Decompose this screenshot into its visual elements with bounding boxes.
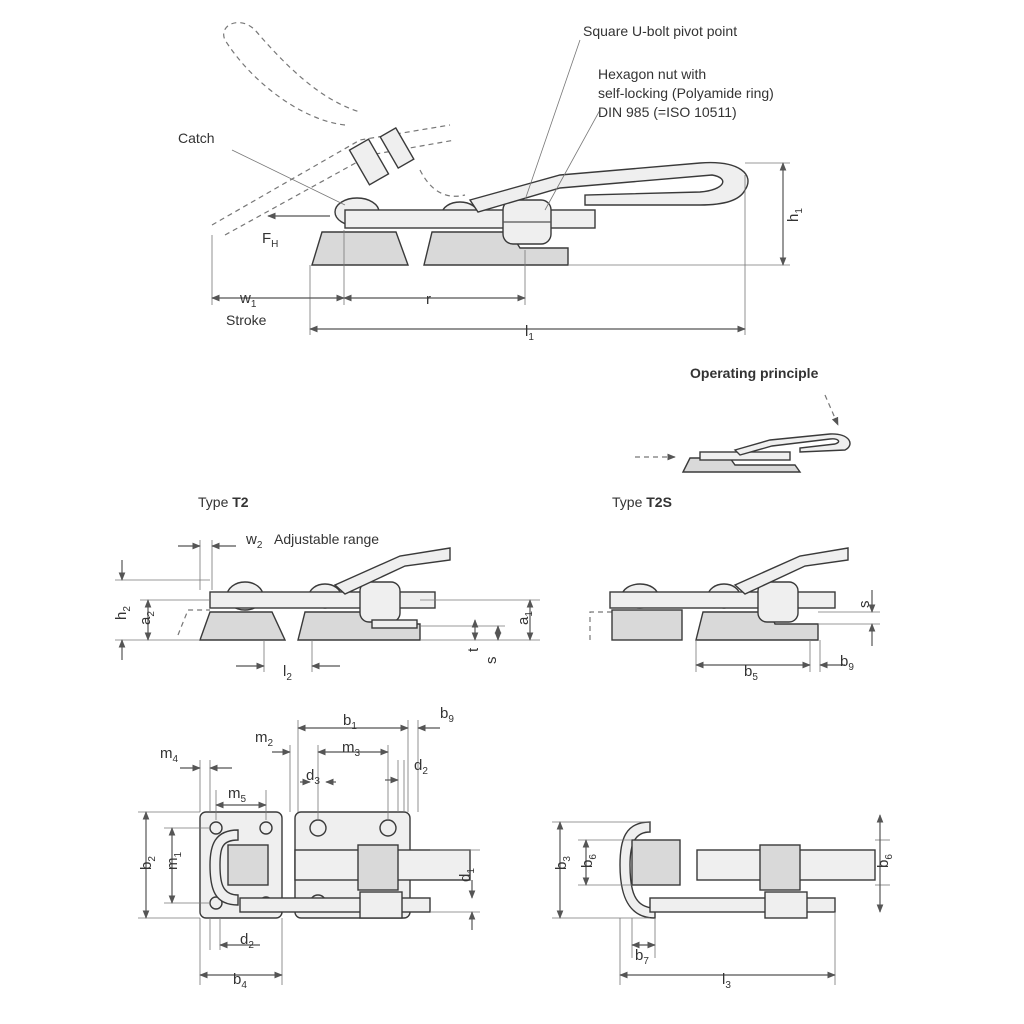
top-view-right bbox=[552, 814, 890, 985]
t2s-lever bbox=[733, 547, 849, 595]
label-b5: b5 bbox=[744, 663, 758, 683]
open-handle-nut2 bbox=[379, 126, 415, 170]
label-b4: b4 bbox=[233, 971, 247, 991]
t2s-ghost bbox=[589, 611, 612, 640]
label-t: t bbox=[465, 647, 482, 652]
tvl-catch-body bbox=[227, 844, 269, 886]
tvl-hole-1 bbox=[209, 821, 223, 835]
label-d2-bottom: d2 bbox=[240, 931, 254, 951]
open-handle-nut bbox=[348, 138, 390, 186]
operating-principle-title: Operating principle bbox=[690, 365, 819, 381]
label-d3: d3 bbox=[306, 767, 320, 787]
tvl-u-bolt bbox=[209, 829, 239, 906]
callout-hexnut-2: self-locking (Polyamide ring) bbox=[598, 85, 774, 101]
callout-hexnut-3: DIN 985 (=ISO 10511) bbox=[598, 104, 737, 120]
catch-base bbox=[311, 231, 409, 266]
label-b6-left: b6 bbox=[579, 854, 599, 868]
label-l3: l3 bbox=[722, 971, 731, 991]
label-d2-top: d2 bbox=[414, 757, 428, 777]
label-s: s bbox=[483, 657, 500, 665]
label-b7: b7 bbox=[635, 947, 649, 967]
u-bolt-rod bbox=[344, 209, 596, 229]
label-w2: w2 bbox=[245, 531, 263, 551]
label-h2: h2 bbox=[113, 606, 133, 620]
label-l1: l1 bbox=[525, 323, 534, 343]
tvr-nut bbox=[764, 891, 808, 919]
label-b9-t2s: b9 bbox=[840, 653, 854, 673]
t2-catch-base bbox=[199, 611, 287, 641]
leader-catch bbox=[231, 149, 346, 206]
label-d1: d1 bbox=[457, 868, 477, 882]
label-b2: b2 bbox=[138, 856, 158, 870]
label-m3: m3 bbox=[342, 739, 361, 759]
t2-lever bbox=[333, 547, 451, 595]
op-arrow-lift bbox=[824, 394, 839, 426]
label-b6-right: b6 bbox=[875, 854, 895, 868]
label-stroke: Stroke bbox=[226, 312, 267, 328]
t2s-nut bbox=[757, 581, 799, 623]
open-handle-arc bbox=[223, 22, 361, 126]
t2-spacer bbox=[371, 619, 418, 629]
tvl-hole-5 bbox=[309, 819, 327, 837]
label-h1: h1 bbox=[785, 208, 805, 222]
type-t2s-label: Type T2S bbox=[612, 494, 672, 510]
label-force: FH bbox=[262, 230, 278, 250]
t2s-clamp-base bbox=[695, 611, 819, 641]
t2-rod bbox=[209, 591, 436, 609]
type-t2-view bbox=[115, 540, 540, 672]
label-b3: b3 bbox=[553, 856, 573, 870]
tvl-nut bbox=[359, 891, 403, 919]
t2s-catch-block bbox=[611, 609, 683, 641]
tvl-hole-2 bbox=[259, 821, 273, 835]
label-w1: w1 bbox=[239, 290, 257, 310]
leader-pivot bbox=[524, 39, 581, 201]
tvl-hole-6 bbox=[379, 819, 397, 837]
label-adjustable-range: Adjustable range bbox=[274, 531, 379, 547]
type-t2s-view bbox=[589, 547, 880, 672]
handle-lever bbox=[468, 161, 749, 213]
t2-nut bbox=[359, 581, 401, 623]
label-a2: a2 bbox=[137, 611, 157, 625]
label-m1: m1 bbox=[164, 852, 184, 871]
tvr-hinge bbox=[759, 844, 801, 891]
operating-principle-view bbox=[635, 394, 851, 473]
t2s-rod bbox=[609, 591, 836, 609]
callout-hexnut-1: Hexagon nut with bbox=[598, 66, 706, 82]
callout-catch: Catch bbox=[178, 130, 215, 146]
label-a1: a1 bbox=[515, 611, 535, 625]
label-m2: m2 bbox=[255, 729, 274, 749]
main-side-view bbox=[211, 22, 790, 335]
label-s-t2s: s bbox=[856, 601, 873, 609]
open-handle-arc2 bbox=[419, 169, 466, 197]
label-b1: b1 bbox=[343, 712, 357, 732]
label-b9: b9 bbox=[440, 705, 454, 725]
tvr-catch-block bbox=[631, 839, 681, 886]
type-t2-label: Type T2 bbox=[198, 494, 249, 510]
label-m4: m4 bbox=[160, 745, 179, 765]
label-m5: m5 bbox=[228, 785, 247, 805]
op-lever bbox=[733, 433, 851, 456]
label-l2: l2 bbox=[283, 663, 292, 683]
callout-square-pivot: Square U-bolt pivot point bbox=[583, 23, 737, 39]
leader-hexnut bbox=[544, 109, 601, 211]
op-base bbox=[681, 457, 802, 473]
label-r: r bbox=[426, 291, 431, 308]
top-view-left bbox=[138, 720, 480, 985]
tvl-hinge bbox=[357, 844, 399, 891]
